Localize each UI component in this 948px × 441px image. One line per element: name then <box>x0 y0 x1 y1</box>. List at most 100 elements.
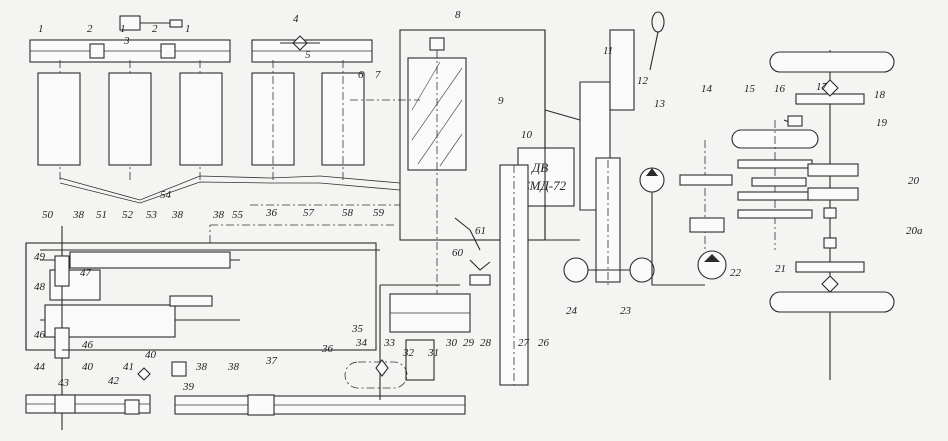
label-57: 57 <box>303 207 315 219</box>
top-shafts-group <box>29 15 373 180</box>
label-24: 24 <box>566 305 578 317</box>
label-50: 50 <box>42 209 54 221</box>
label-16: 16 <box>774 83 786 95</box>
label-1b: 1 <box>120 23 126 35</box>
label-60: 60 <box>452 247 464 259</box>
hydromotor-22 <box>697 250 727 280</box>
label-38b: 38 <box>171 209 184 221</box>
engine-label-line2: СМД-72 <box>521 178 567 193</box>
label-36b: 36 <box>265 207 278 219</box>
wheel-top <box>769 51 895 73</box>
callout-labels: 1 1 1 2 2 3 4 5 6 7 8 9 10 11 12 13 14 1… <box>34 9 923 393</box>
label-37: 37 <box>265 355 278 367</box>
label-42: 42 <box>108 375 120 387</box>
label-58: 58 <box>342 207 354 219</box>
label-15: 15 <box>744 83 756 95</box>
label-12: 12 <box>637 75 649 87</box>
label-28: 28 <box>480 337 492 349</box>
label-38d: 38 <box>195 361 208 373</box>
label-33: 33 <box>383 337 396 349</box>
label-18: 18 <box>874 89 886 101</box>
gear-20-lower <box>807 187 859 201</box>
label-61: 61 <box>475 225 486 237</box>
pump-24 <box>563 257 589 283</box>
label-40a: 40 <box>82 361 94 373</box>
connecting-lines <box>40 30 581 251</box>
label-7: 7 <box>375 69 381 81</box>
label-27: 27 <box>518 337 530 349</box>
label-51: 51 <box>96 209 107 221</box>
drum-3 <box>179 72 223 166</box>
label-31: 31 <box>427 347 439 359</box>
label-19: 19 <box>876 117 888 129</box>
label-26: 26 <box>538 337 550 349</box>
label-1a: 1 <box>38 23 44 35</box>
block-42 <box>124 399 140 415</box>
label-43: 43 <box>58 377 70 389</box>
label-40b: 40 <box>145 349 157 361</box>
label-39: 39 <box>182 381 195 393</box>
pump-23 <box>629 257 655 283</box>
label-3: 3 <box>123 35 130 47</box>
label-23: 23 <box>620 305 632 317</box>
drum-2 <box>108 72 152 166</box>
label-29: 29 <box>463 337 475 349</box>
label-13: 13 <box>654 98 666 110</box>
label-46a: 46 <box>34 329 46 341</box>
handle-12 <box>651 11 665 33</box>
label-34: 34 <box>355 337 368 349</box>
belt-54 <box>59 175 401 204</box>
label-20a: 20a <box>906 225 923 237</box>
label-35: 35 <box>351 323 364 335</box>
label-53: 53 <box>146 209 158 221</box>
label-5: 5 <box>305 49 311 61</box>
label-54: 54 <box>160 189 172 201</box>
wheel-bottom <box>769 291 895 313</box>
engine-label-line1: ДВ <box>530 160 548 175</box>
label-47: 47 <box>80 267 92 279</box>
label-49: 49 <box>34 251 46 263</box>
pulley-11 <box>609 29 635 111</box>
label-52: 52 <box>122 209 134 221</box>
label-36a: 36 <box>321 343 334 355</box>
engine-group: ДВ СМД-72 <box>499 11 727 386</box>
label-1c: 1 <box>185 23 191 35</box>
label-22: 22 <box>730 267 742 279</box>
label-48: 48 <box>34 281 46 293</box>
label-9: 9 <box>498 95 504 107</box>
right-assembly <box>679 50 895 380</box>
label-17: 17 <box>816 81 828 93</box>
label-55: 55 <box>232 209 244 221</box>
label-21: 21 <box>775 263 786 275</box>
label-4: 4 <box>293 13 299 25</box>
brake-16 <box>787 115 803 127</box>
label-59: 59 <box>373 207 385 219</box>
gear-14 <box>679 174 733 186</box>
gear-39 <box>171 361 187 377</box>
label-46b: 46 <box>82 339 94 351</box>
label-10: 10 <box>521 129 533 141</box>
transmission-frame <box>25 224 395 430</box>
label-2b: 2 <box>152 23 158 35</box>
gear-20-upper <box>807 163 859 177</box>
label-20: 20 <box>908 175 920 187</box>
label-8: 8 <box>455 9 461 21</box>
drum-1 <box>37 72 81 166</box>
label-32: 32 <box>402 347 415 359</box>
bearing-8 <box>429 37 445 51</box>
upper-gear-train <box>69 251 231 269</box>
label-41: 41 <box>123 361 134 373</box>
label-44: 44 <box>34 361 46 373</box>
label-38e: 38 <box>227 361 240 373</box>
label-38a: 38 <box>72 209 85 221</box>
label-38c: 38 <box>212 209 225 221</box>
label-2a: 2 <box>87 23 93 35</box>
label-30: 30 <box>445 337 458 349</box>
bottom-rails <box>25 394 466 416</box>
label-11: 11 <box>603 45 613 57</box>
label-6: 6 <box>358 69 364 81</box>
center-assembly <box>344 29 546 400</box>
label-14: 14 <box>701 83 713 95</box>
